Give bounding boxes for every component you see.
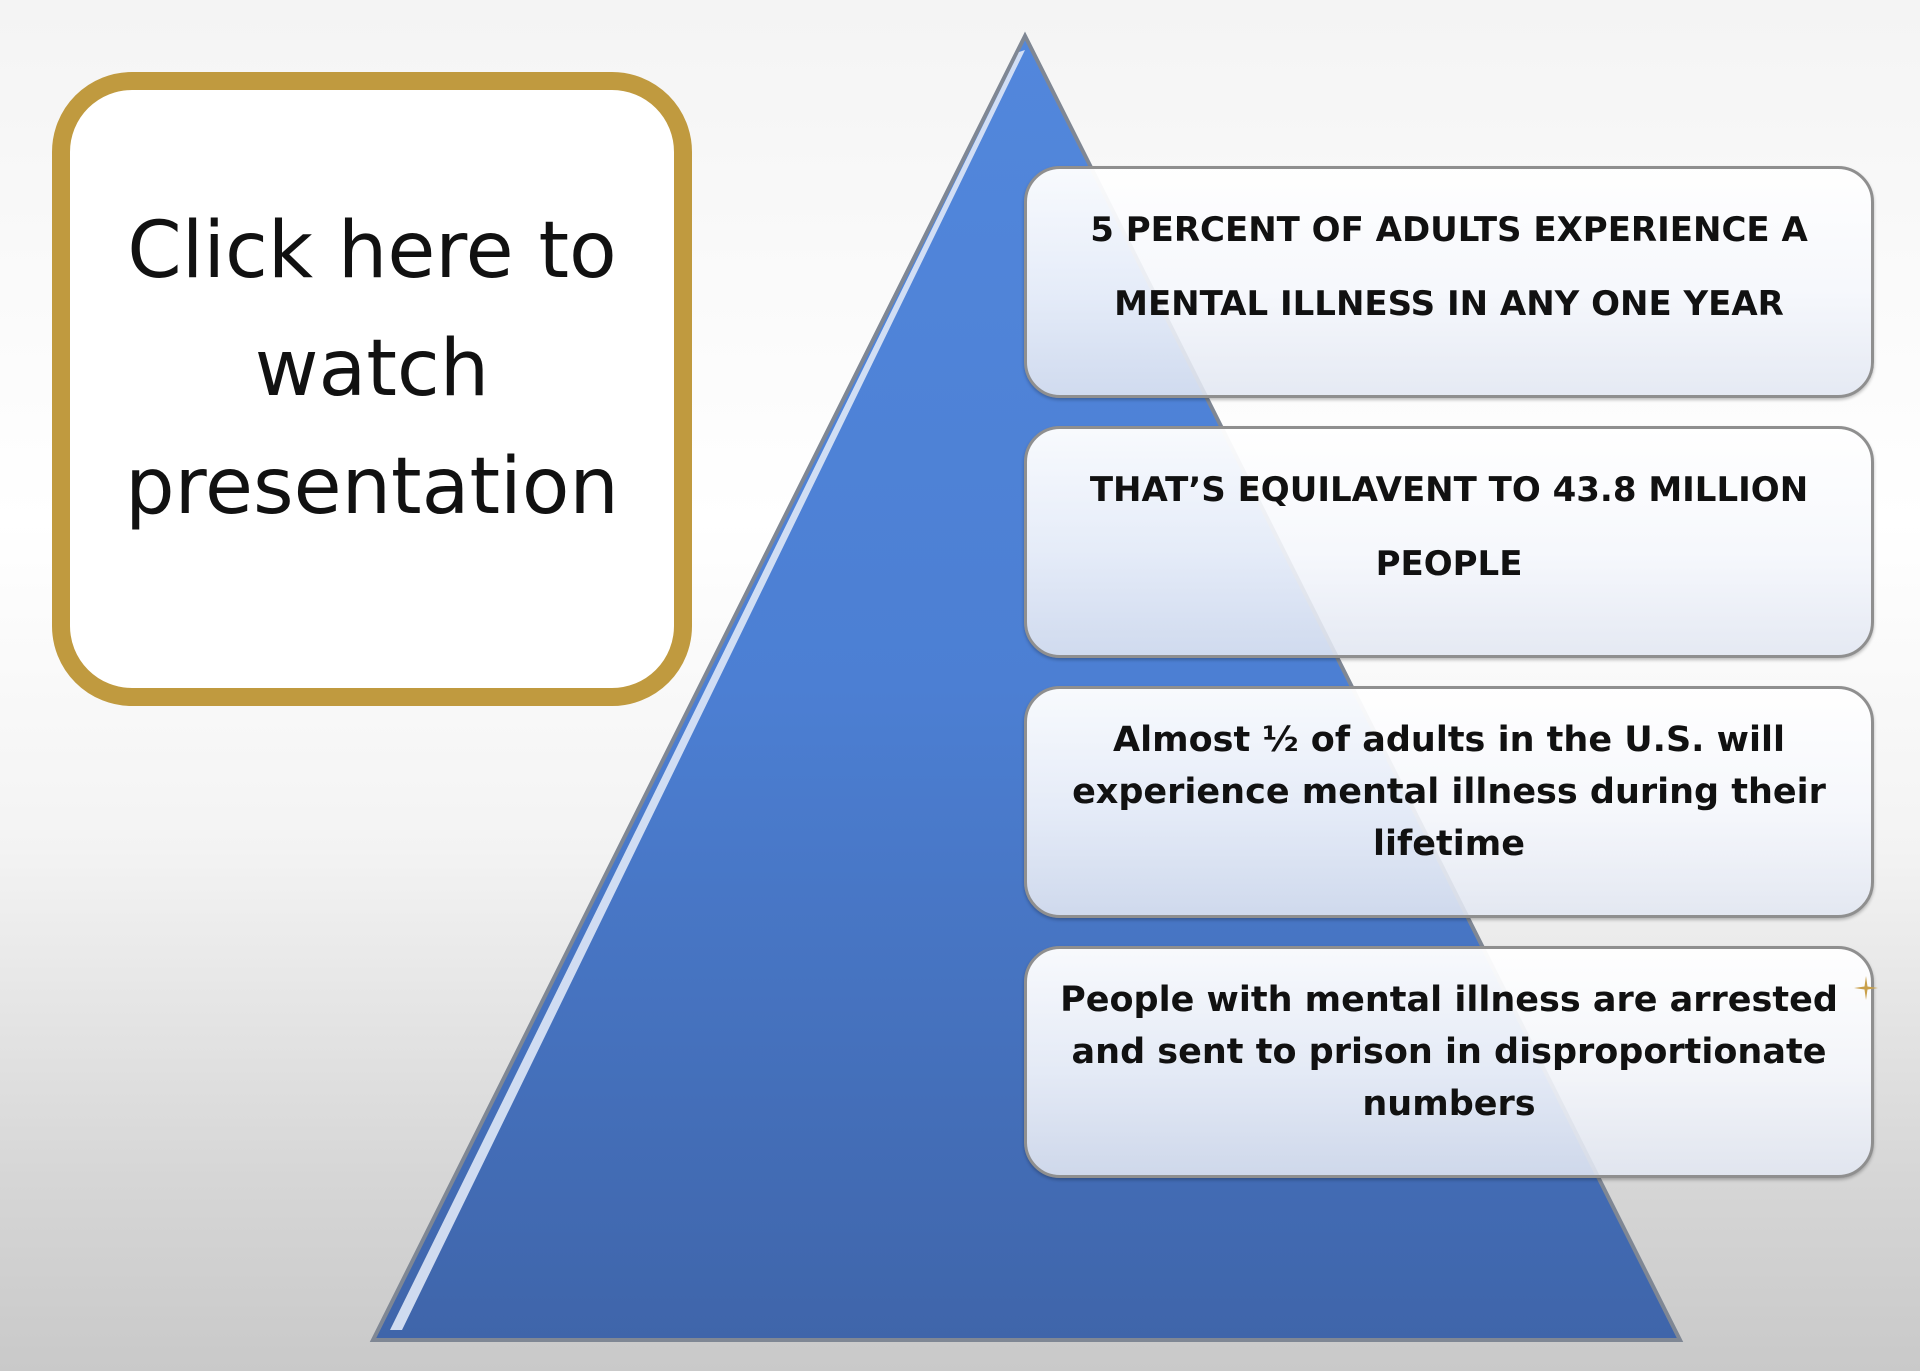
watch-presentation-label: Click here to watch presentation	[125, 206, 619, 532]
pyramid-box-4-text: People with mental illness are arrested …	[1060, 980, 1838, 1124]
pyramid-box-1: 5 PERCENT OF ADULTS EXPERIENCE A MENTAL …	[1024, 166, 1874, 398]
sparkle-icon	[1854, 976, 1878, 1000]
pyramid-box-2: THAT’S EQUILAVENT TO 43.8 MILLION PEOPLE	[1024, 426, 1874, 658]
pyramid-box-3-text: Almost ½ of adults in the U.S. will expe…	[1072, 720, 1826, 864]
pyramid-highlight	[390, 50, 1025, 1330]
pyramid-box-2-text: THAT’S EQUILAVENT TO 43.8 MILLION PEOPLE	[1089, 470, 1809, 584]
pyramid-box-3: Almost ½ of adults in the U.S. will expe…	[1024, 686, 1874, 918]
pyramid-box-1-text: 5 PERCENT OF ADULTS EXPERIENCE A MENTAL …	[1090, 210, 1808, 324]
watch-presentation-button[interactable]: Click here to watch presentation	[52, 72, 692, 706]
pyramid-box-4: People with mental illness are arrested …	[1024, 946, 1874, 1178]
